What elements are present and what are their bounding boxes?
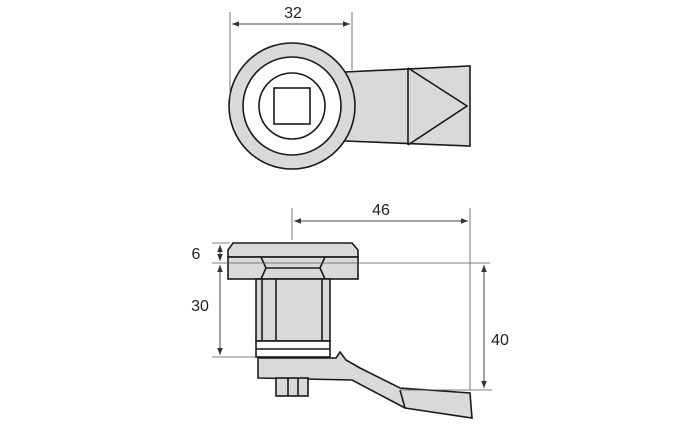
side-cam-arm	[257, 350, 473, 419]
dim-46-label: 46	[372, 202, 390, 219]
side-body	[255, 278, 331, 342]
side-view: 46 6 30 40	[191, 202, 509, 419]
dim-32-label: 32	[284, 5, 302, 22]
top-cam-wedge	[407, 67, 469, 146]
top-square-key	[273, 87, 311, 125]
nut-facet-2	[260, 267, 267, 280]
side-head-cap	[227, 242, 359, 258]
dim-6-label: 6	[192, 246, 201, 263]
dim-30-label: 30	[191, 298, 209, 315]
nut-facet-3	[319, 256, 326, 269]
nut-facet-4	[319, 267, 326, 280]
nut-facet-1	[260, 256, 267, 269]
dim-40-label: 40	[491, 332, 509, 349]
top-view: 32	[228, 5, 471, 170]
cam-bend	[399, 389, 406, 409]
side-screw	[275, 377, 309, 397]
